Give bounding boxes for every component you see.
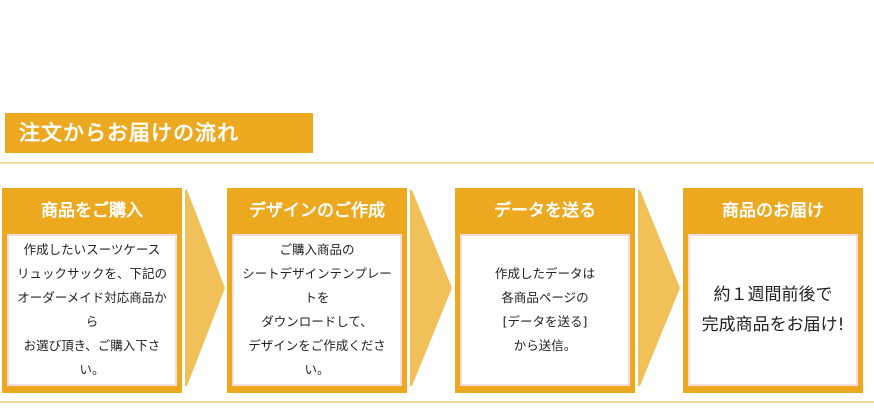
step-description: 作成したいスーツケース リュックサックを、下記の オーダーメイド対応商品から お… xyxy=(7,234,177,386)
description-line: デザインをご作成ください。 xyxy=(248,338,386,377)
section-title: 注文からお届けの流れ xyxy=(5,113,313,153)
step-title: デザインのご作成 xyxy=(249,201,385,221)
step-order: 商品をご購入 作成したいスーツケース リュックサックを、下記の オーダーメイド対… xyxy=(2,188,182,393)
arrow-right-icon xyxy=(638,190,680,386)
description-line: リュックサックを、下記の xyxy=(16,266,167,281)
step-design: デザインのご作成 ご購入商品の シートデザインテンプレートを ダウンロードして、… xyxy=(227,188,407,393)
description-line: ダウンロードして、 xyxy=(261,314,373,329)
description-line: オーダーメイド対応商品から xyxy=(17,290,167,329)
step-send-data: データを送る 作成したデータは 各商品ページの [データを送る] から送信。 xyxy=(455,188,635,393)
arrow-right-icon xyxy=(410,190,452,386)
description-line: 作成したデータは xyxy=(494,266,595,281)
step-description: ご購入商品の シートデザインテンプレートを ダウンロードして、 デザインをご作成… xyxy=(232,234,402,386)
step-title: 商品をご購入 xyxy=(41,201,143,221)
step-description: 作成したデータは 各商品ページの [データを送る] から送信。 xyxy=(460,234,630,386)
description-line: [データを送る] xyxy=(502,314,588,329)
description-line: お選び頂き、ご購入下さい。 xyxy=(23,338,161,377)
description-line: 完成商品をお届け! xyxy=(701,315,845,335)
description-line: 作成したいスーツケース xyxy=(23,242,161,257)
step-delivery: 商品のお届け 約１週間前後で 完成商品をお届け! xyxy=(683,188,863,393)
description-line: シートデザインテンプレートを xyxy=(242,266,392,305)
description-line: ご購入商品の xyxy=(279,242,355,257)
step-description: 約１週間前後で 完成商品をお届け! xyxy=(688,234,858,386)
step-title: データを送る xyxy=(494,201,596,221)
divider-bottom xyxy=(0,401,874,403)
description-line: 各商品ページの xyxy=(501,290,589,305)
step-title: 商品のお届け xyxy=(722,201,824,221)
divider-top xyxy=(0,162,874,164)
description-line: から送信。 xyxy=(513,338,577,353)
description-line: 約１週間前後で xyxy=(713,285,833,305)
arrow-right-icon xyxy=(185,190,225,386)
